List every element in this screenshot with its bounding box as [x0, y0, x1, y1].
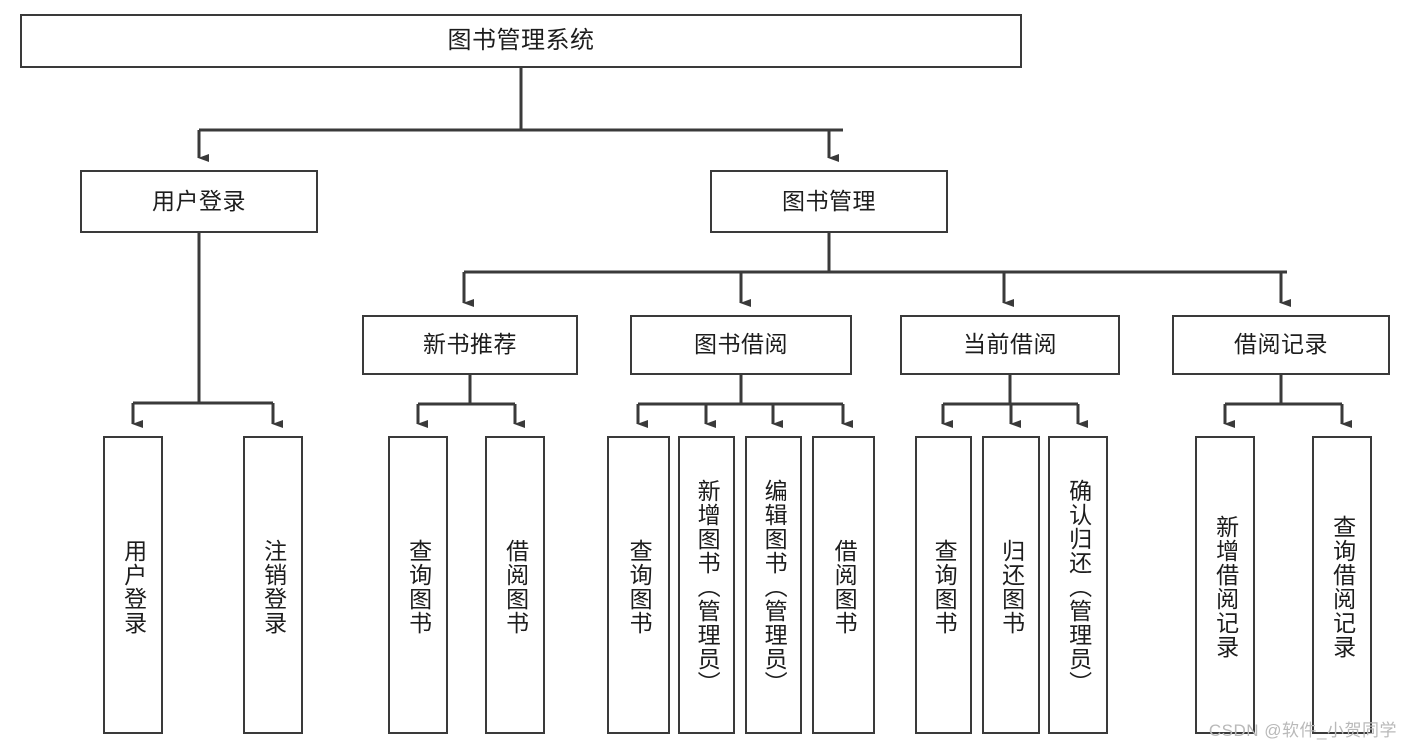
- leaf-query-borrow-record-label: 查询借阅记录: [1329, 515, 1356, 659]
- leaf-borrow-book-recommend-label: 借阅图书: [502, 539, 529, 635]
- node-user-login-label: 用户登录: [152, 187, 246, 214]
- leaf-borrow-book-label: 借阅图书: [831, 539, 858, 635]
- node-new-book-recommend[interactable]: 新书推荐: [362, 315, 578, 375]
- leaf-edit-book-admin[interactable]: 编辑图书（管理员）: [745, 436, 802, 734]
- leaf-add-borrow-record-label: 新增借阅记录: [1212, 515, 1239, 659]
- leaf-confirm-return-admin[interactable]: 确认归还（管理员）: [1048, 436, 1108, 734]
- node-current-borrow[interactable]: 当前借阅: [900, 315, 1120, 375]
- watermark: CSDN @软件_小贺同学: [1208, 721, 1397, 740]
- leaf-query-borrow-record[interactable]: 查询借阅记录: [1312, 436, 1372, 734]
- node-borrow-record-label: 借阅记录: [1234, 331, 1328, 358]
- leaf-add-book-admin[interactable]: 新增图书（管理员）: [678, 436, 735, 734]
- leaf-query-book-label: 查询图书: [626, 539, 653, 635]
- node-book-management[interactable]: 图书管理: [710, 170, 948, 233]
- leaf-query-book-current-label: 查询图书: [931, 539, 958, 635]
- leaf-user-login-label: 用户登录: [120, 539, 147, 635]
- leaf-query-book-recommend[interactable]: 查询图书: [388, 436, 448, 734]
- leaf-logout-label: 注销登录: [260, 539, 287, 635]
- leaf-add-borrow-record[interactable]: 新增借阅记录: [1195, 436, 1255, 734]
- node-book-borrow-label: 图书借阅: [694, 331, 788, 358]
- leaf-borrow-book[interactable]: 借阅图书: [812, 436, 875, 734]
- node-borrow-record[interactable]: 借阅记录: [1172, 315, 1390, 375]
- node-user-login[interactable]: 用户登录: [80, 170, 318, 233]
- leaf-query-book-current[interactable]: 查询图书: [915, 436, 972, 734]
- node-new-book-recommend-label: 新书推荐: [423, 331, 517, 358]
- leaf-add-book-admin-label: 新增图书（管理员）: [694, 479, 721, 695]
- leaf-logout[interactable]: 注销登录: [243, 436, 303, 734]
- leaf-borrow-book-recommend[interactable]: 借阅图书: [485, 436, 545, 734]
- leaf-return-book-label: 归还图书: [998, 539, 1025, 635]
- node-root[interactable]: 图书管理系统: [20, 14, 1022, 68]
- node-book-borrow[interactable]: 图书借阅: [630, 315, 852, 375]
- leaf-user-login[interactable]: 用户登录: [103, 436, 163, 734]
- node-book-management-label: 图书管理: [782, 187, 876, 214]
- leaf-return-book[interactable]: 归还图书: [982, 436, 1040, 734]
- leaf-edit-book-admin-label: 编辑图书（管理员）: [761, 479, 788, 695]
- leaf-confirm-return-admin-label: 确认归还（管理员）: [1065, 479, 1092, 695]
- leaf-query-book[interactable]: 查询图书: [607, 436, 670, 734]
- leaf-query-book-recommend-label: 查询图书: [405, 539, 432, 635]
- node-root-label: 图书管理系统: [447, 26, 595, 54]
- node-current-borrow-label: 当前借阅: [963, 331, 1057, 358]
